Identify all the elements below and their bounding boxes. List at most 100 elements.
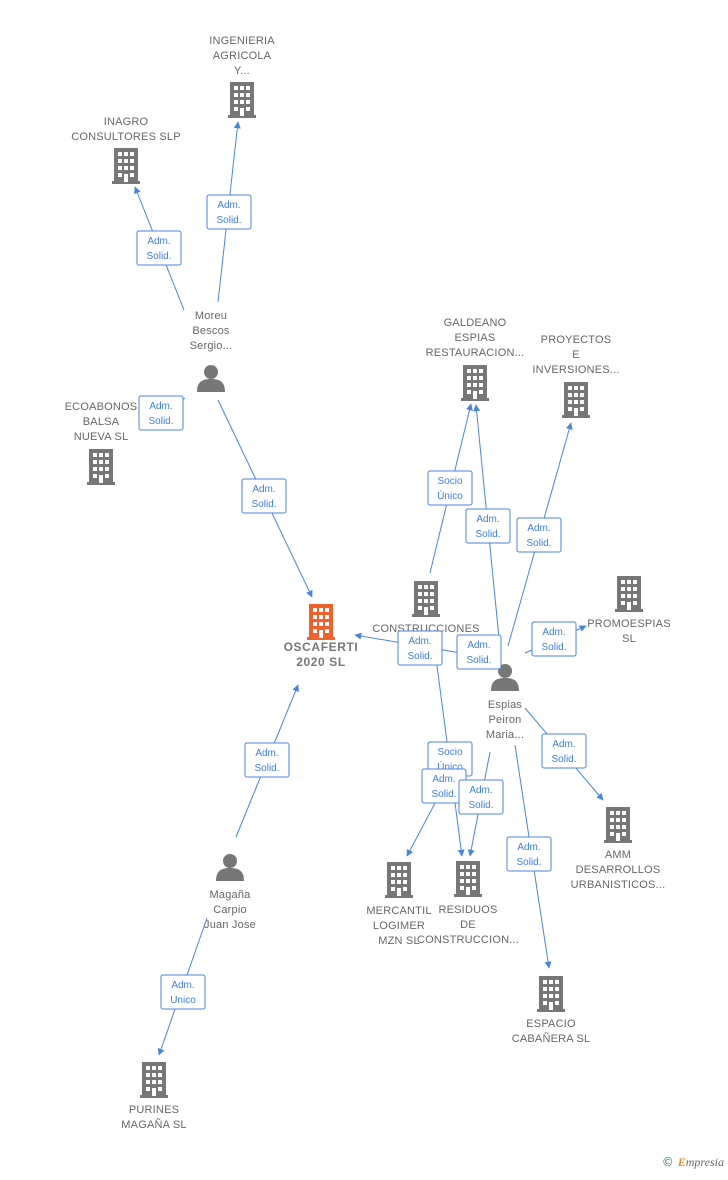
edge-label-espias-to-espacio[interactable]: Adm.Solid. xyxy=(506,836,552,872)
node-label: RESIDUOS xyxy=(438,904,497,916)
edge-label-text: Solid. xyxy=(468,800,493,811)
node-label: INAGRO xyxy=(104,116,149,128)
edge-label-espias-to-promoespias[interactable]: Adm.Solid. xyxy=(531,621,577,657)
edge-label-text: Adm. xyxy=(217,200,240,211)
brand-name: mpresia xyxy=(685,1155,724,1169)
node-label: ESPIAS xyxy=(455,332,496,344)
edge-label-espias-to-mercantil[interactable]: Adm. Solid. xyxy=(421,768,467,804)
building-icon xyxy=(140,1062,168,1098)
edge-label-moreu-to-ingenieria[interactable]: Adm. Solid. xyxy=(206,194,252,230)
edge-label-moreu-to-ecoabonos[interactable]: Adm. Solid. xyxy=(138,395,184,431)
node-label: PROYECTOS xyxy=(541,334,612,346)
node-label: Bescos xyxy=(192,325,230,337)
edge-label-espias-to-oscaferti[interactable]: Adm.Solid. xyxy=(397,630,443,666)
node-amm[interactable]: AMMDESARROLLOSURBANISTICOS... xyxy=(571,807,666,891)
edge-label-text: Unico xyxy=(170,995,196,1006)
edge-label-text: Adm. xyxy=(408,636,431,647)
edge-label-text: Solid. xyxy=(466,655,491,666)
building-icon xyxy=(307,604,335,640)
edge-label-box xyxy=(456,634,502,670)
edge-label-espias-to-construcciones[interactable]: Adm.Solid. xyxy=(456,634,502,670)
edge-label-text: Solid. xyxy=(551,754,576,765)
node-label: Juan Jose xyxy=(204,919,256,931)
building-icon xyxy=(615,576,643,612)
edge-label-box xyxy=(138,395,184,431)
person-icon xyxy=(216,854,244,881)
edge-label-text: Solid. xyxy=(526,538,551,549)
edge-label-text: Adm. xyxy=(147,236,170,247)
node-label: 2020 SL xyxy=(296,655,346,669)
edge-label-espias-to-amm[interactable]: Adm.Solid. xyxy=(541,733,587,769)
edge-label-text: Solid. xyxy=(216,215,241,226)
edge-label-box xyxy=(160,974,206,1010)
node-moreu[interactable]: MoreuBescosSergio... xyxy=(190,310,233,392)
edge-label-text: Único xyxy=(437,489,463,502)
node-label: AGRICOLA xyxy=(213,50,272,62)
edge-label-text: Solid. xyxy=(475,529,500,540)
node-proyectos[interactable]: PROYECTOSEINVERSIONES... xyxy=(532,334,619,418)
credit: ©Empresia xyxy=(662,1155,724,1170)
node-label: E xyxy=(572,349,580,361)
edge-label-text: Adm. xyxy=(517,842,540,853)
node-inagro[interactable]: INAGRO CONSULTORES SLP xyxy=(71,116,181,184)
edge-label-box xyxy=(244,742,290,778)
node-residuos[interactable]: RESIDUOSDECONSTRUCCION... xyxy=(417,861,519,946)
node-label: Carpio xyxy=(213,904,247,916)
edge-label-text: Adm. xyxy=(252,484,275,495)
node-galdeano[interactable]: GALDEANOESPIASRESTAURACION... xyxy=(426,317,525,401)
node-label: OSCAFERTI xyxy=(284,640,359,654)
edge-label-box xyxy=(458,779,504,815)
edge-label-box xyxy=(506,836,552,872)
node-label: DE xyxy=(460,919,476,931)
edge-label-box xyxy=(541,733,587,769)
building-icon xyxy=(228,82,256,118)
edge-label-text: Adm. xyxy=(149,401,172,412)
node-label: BALSA xyxy=(83,416,120,428)
node-label: Espias xyxy=(488,699,523,711)
node-label: INGENIERIA xyxy=(209,35,275,47)
node-label: NUEVA SL xyxy=(74,431,129,443)
node-espias[interactable]: EspiasPeironMaria... xyxy=(486,664,524,741)
edge-label-espias-to-proyectos[interactable]: Adm.Solid. xyxy=(516,517,562,553)
edge-label-text: Adm. xyxy=(469,785,492,796)
edge-label-text: Solid. xyxy=(254,763,279,774)
building-icon xyxy=(385,862,413,898)
edge-label-magana-to-oscaferti[interactable]: Adm. Solid. xyxy=(244,742,290,778)
node-label: PROMOESPIAS xyxy=(587,618,671,630)
edge-label-box xyxy=(136,230,182,266)
node-label: CONSULTORES SLP xyxy=(71,131,181,143)
edge-label-magana-to-purines[interactable]: Adm.Unico xyxy=(160,974,206,1010)
edge-label-espias-to-galdeano[interactable]: Adm.Solid. xyxy=(465,508,511,544)
edge-label-text: Solid. xyxy=(148,416,173,427)
person-icon xyxy=(197,365,225,392)
node-ingenieria[interactable]: INGENIERIAAGRICOLAY... xyxy=(209,35,275,118)
node-label: URBANISTICOS... xyxy=(571,879,666,891)
node-label: Moreu xyxy=(195,310,227,322)
building-icon xyxy=(454,861,482,897)
node-label: RESTAURACION... xyxy=(426,347,525,359)
edge-label-text: Adm. xyxy=(432,774,455,785)
node-label: MERCANTIL xyxy=(366,905,431,917)
edge-label-text: Solid. xyxy=(431,789,456,800)
edge-label-box xyxy=(397,630,443,666)
edge-label-text: Adm. xyxy=(255,748,278,759)
edge-label-moreu-to-oscaferti[interactable]: Adm.Solid. xyxy=(241,478,287,514)
brand-initial: E xyxy=(677,1155,686,1169)
edge-label-text: Solid. xyxy=(541,642,566,653)
edge-label-moreu-to-inagro[interactable]: Adm.Solid. xyxy=(136,230,182,266)
edge-label-box xyxy=(241,478,287,514)
building-icon xyxy=(537,976,565,1012)
node-label: PURINES xyxy=(129,1104,179,1116)
edge-label-espias-to-residuos[interactable]: Adm. Solid. xyxy=(458,779,504,815)
building-icon xyxy=(112,148,140,184)
